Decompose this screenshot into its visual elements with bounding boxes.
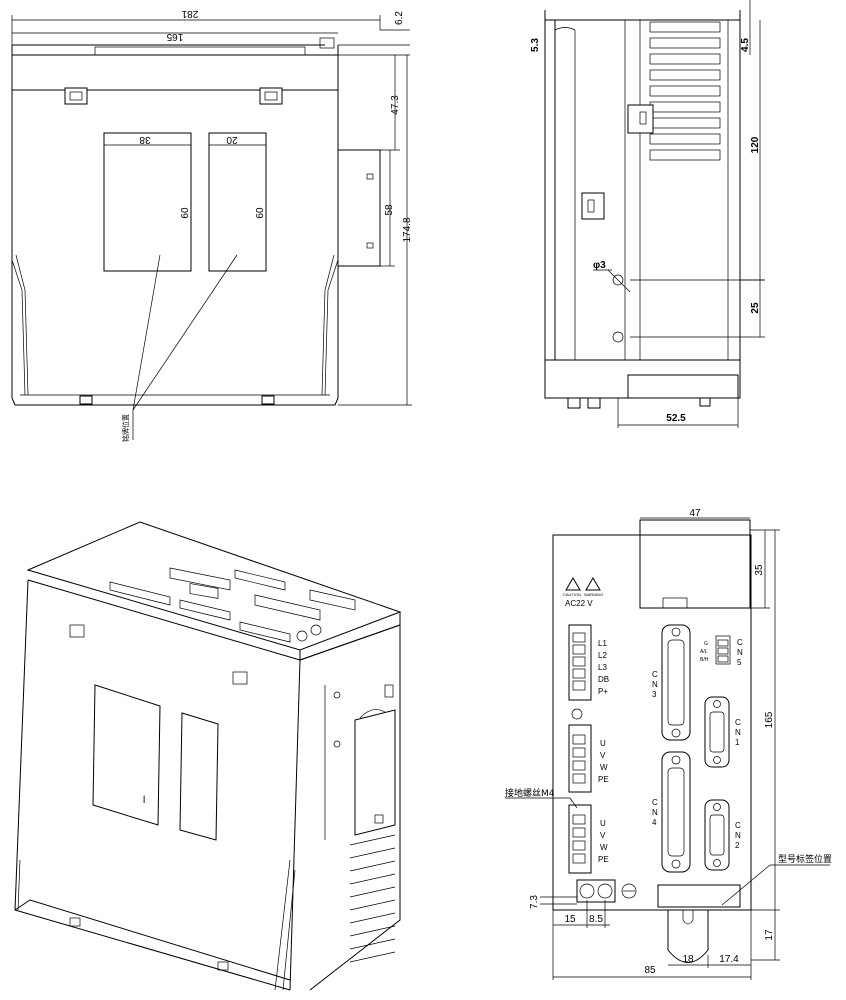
cn1-1: 1 bbox=[735, 738, 740, 747]
dim-58: 58 bbox=[384, 204, 395, 216]
dim-25: 25 bbox=[750, 302, 761, 314]
warning-label: WARNING bbox=[584, 592, 603, 597]
dim-165: 165 bbox=[166, 31, 183, 42]
cn2-c: C bbox=[735, 821, 741, 830]
m1-pe: PE bbox=[598, 775, 609, 784]
caution-label: CAUTION bbox=[563, 592, 581, 597]
dim-5-3: 5.3 bbox=[530, 38, 541, 52]
term-db: DB bbox=[598, 675, 609, 684]
dim-85: 85 bbox=[644, 965, 656, 976]
dim-165-front: 165 bbox=[764, 711, 775, 728]
cn5-c: C bbox=[737, 638, 743, 647]
dim-7-3: 7.3 bbox=[529, 895, 540, 909]
cn3-3: 3 bbox=[652, 690, 657, 699]
iso-mark: l bbox=[143, 795, 145, 806]
vent-slots bbox=[649, 21, 721, 161]
m2-w: W bbox=[600, 843, 608, 852]
cn3-c: C bbox=[652, 670, 658, 679]
term-pplus: P+ bbox=[598, 687, 608, 696]
m2-v: V bbox=[600, 831, 606, 840]
cn2-2: 2 bbox=[735, 841, 740, 850]
dim-120: 120 bbox=[750, 136, 761, 153]
cn5-g: G bbox=[704, 641, 708, 647]
dim-38: 38 bbox=[139, 134, 151, 145]
dim-hole-dia: φ3 bbox=[593, 260, 606, 271]
model-label-note: 型号标签位置 bbox=[778, 853, 832, 865]
dim-60a: 60 bbox=[180, 207, 191, 219]
m1-v: V bbox=[600, 751, 606, 760]
ground-icon bbox=[621, 883, 637, 899]
cn4-c: C bbox=[652, 798, 658, 807]
cn3-n: N bbox=[652, 680, 658, 689]
term-l2: L2 bbox=[598, 651, 607, 660]
warning-icon bbox=[585, 577, 601, 591]
cn5-n: N bbox=[737, 648, 743, 657]
cn5-5: 5 bbox=[737, 658, 742, 667]
dim-17-4: 17.4 bbox=[719, 954, 739, 965]
dim-35: 35 bbox=[754, 564, 765, 576]
dim-174-8: 174.8 bbox=[402, 217, 413, 242]
top-left-view: 281 165 6.2 47.3 58 174.8 38 20 60 60 铭牌… bbox=[11, 8, 413, 442]
dim-281: 281 bbox=[181, 8, 198, 19]
term-l3: L3 bbox=[598, 663, 607, 672]
side-view: 5.3 4.5 120 25 φ3 52.5 bbox=[530, 0, 765, 428]
cn5-al: A/L bbox=[700, 649, 708, 655]
cn1-c: C bbox=[735, 718, 741, 727]
power-label: AC22 V bbox=[565, 599, 593, 608]
ground-screw-note: 接地螺丝M4 bbox=[505, 787, 555, 799]
dim-47-3: 47.3 bbox=[390, 95, 401, 115]
nameplate-note: 铭牌位置 bbox=[121, 414, 130, 442]
dim-52-5: 52.5 bbox=[666, 413, 686, 424]
front-view: 47 35 165 CAUTION WARNING AC22 V L1 L2 L… bbox=[505, 508, 832, 980]
dim-17: 17 bbox=[764, 929, 775, 941]
iso-vents bbox=[349, 834, 396, 963]
m1-w: W bbox=[600, 763, 608, 772]
dim-18: 18 bbox=[682, 954, 694, 965]
cn1-n: N bbox=[735, 728, 741, 737]
m2-pe: PE bbox=[598, 855, 609, 864]
dim-15: 15 bbox=[564, 914, 576, 925]
dim-4-5: 4.5 bbox=[740, 38, 751, 52]
m2-u: U bbox=[600, 819, 606, 828]
dim-6-2: 6.2 bbox=[394, 11, 405, 25]
term-l1: L1 bbox=[598, 639, 607, 648]
cn4-4: 4 bbox=[652, 818, 657, 827]
cn2-n: N bbox=[735, 831, 741, 840]
dim-60b: 60 bbox=[255, 207, 266, 219]
m1-u: U bbox=[600, 739, 606, 748]
iso-view: l bbox=[14, 521, 402, 991]
caution-icon bbox=[565, 577, 581, 591]
cn4-n: N bbox=[652, 808, 658, 817]
dim-8-5: 8.5 bbox=[589, 914, 603, 925]
dim-20: 20 bbox=[226, 134, 238, 145]
power-terminal-pins bbox=[572, 632, 586, 691]
dim-47: 47 bbox=[689, 508, 701, 519]
cn5-bh: B/H bbox=[700, 657, 709, 663]
